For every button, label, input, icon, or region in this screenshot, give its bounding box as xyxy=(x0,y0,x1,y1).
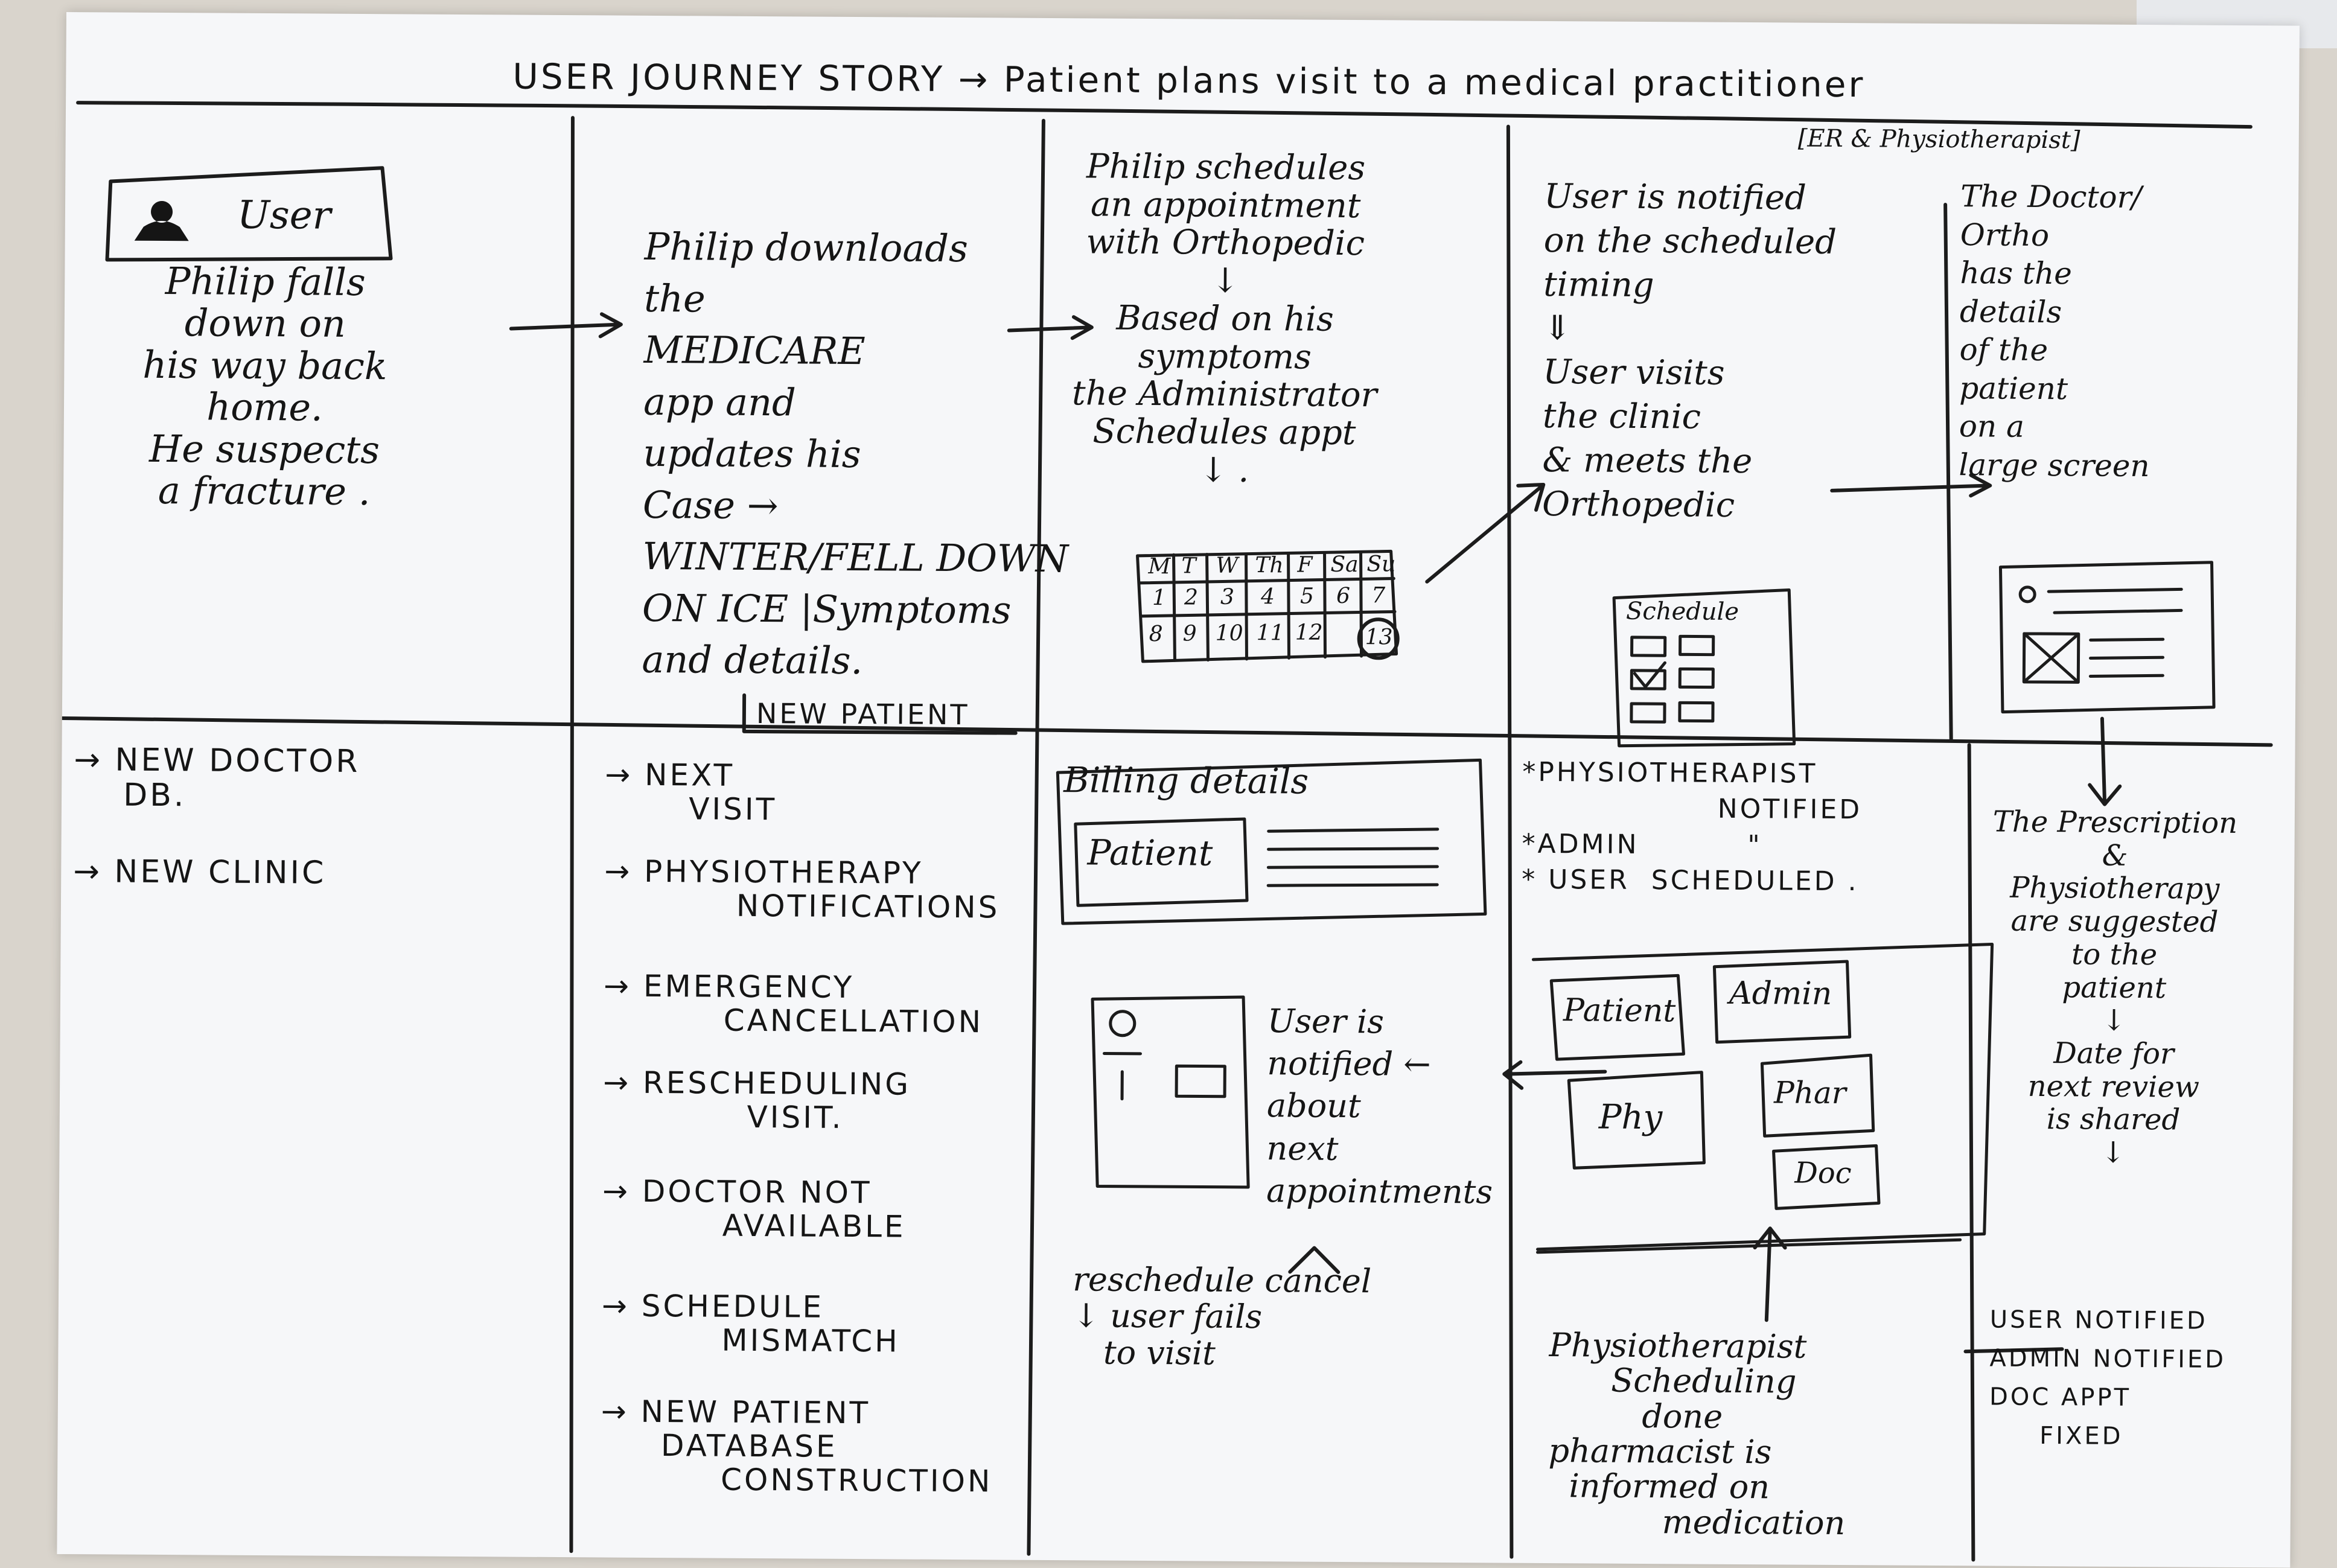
arrow-c1-c2 xyxy=(509,312,623,339)
notified-summary: USER NOTIFIED ADMIN NOTIFIED DOC APPT FI… xyxy=(1989,1305,2227,1450)
emergency-cancellation: → EMERGENCY CANCELLATION xyxy=(603,968,984,1040)
cal-date-3: 3 xyxy=(1220,584,1235,610)
new-clinic: → NEW CLINIC xyxy=(73,853,327,891)
header-divider xyxy=(76,101,2253,129)
arrow-physio-right xyxy=(1963,1347,2064,1354)
calendar-grid xyxy=(1136,549,1400,663)
billing-patient-label: Patient xyxy=(1087,832,1213,874)
role-patient: Patient xyxy=(1563,992,1676,1030)
reschedule-arrow xyxy=(1288,1246,1341,1274)
cal-day-su: Su xyxy=(1366,552,1396,577)
schedule-label: Schedule xyxy=(1625,597,1739,626)
cal-day-sa: Sa xyxy=(1330,552,1359,578)
cal-day-w: W xyxy=(1216,553,1239,578)
cal-date-1: 1 xyxy=(1152,585,1167,611)
prescription-text: The Prescription & Physiotherapy are sug… xyxy=(1992,805,2238,1170)
column-divider-2 xyxy=(1027,118,1045,1556)
story-download-text: Philip downloads the MEDICARE app and up… xyxy=(642,224,1069,683)
user-notified-text: User is notified ← about next appointmen… xyxy=(1266,1002,1493,1211)
column-divider-3 xyxy=(1506,124,1514,1559)
physio-scheduling-text: Physiotherapist Scheduling done pharmaci… xyxy=(1548,1326,1846,1542)
new-patient-tag-box xyxy=(742,693,1018,735)
grid-lines xyxy=(60,101,2273,1562)
new-patient-tag: NEW PATIENT xyxy=(756,697,970,731)
diagram-title: USER JOURNEY STORY → Patient plans visit… xyxy=(512,56,1866,106)
arrow-c5-down xyxy=(2088,716,2122,806)
story-fall-text: Philip falls down on his way back home. … xyxy=(142,259,387,514)
cal-day-t: T xyxy=(1181,553,1196,579)
cal-day-m: M xyxy=(1148,553,1171,579)
profile-sketch xyxy=(1091,995,1250,1189)
doctor-screen-sketch xyxy=(1998,561,2216,714)
arrow-c4-c5 xyxy=(1830,473,1992,498)
user-label: User xyxy=(237,193,331,238)
cal-date-6: 6 xyxy=(1336,583,1351,609)
cal-date-4: 4 xyxy=(1260,584,1275,610)
role-admin: Admin xyxy=(1729,975,1832,1012)
doctor-not-available: → DOCTOR NOT AVAILABLE xyxy=(602,1173,906,1245)
column-divider-1 xyxy=(569,116,575,1554)
schedule-mismatch: → SCHEDULE MISMATCH xyxy=(601,1288,900,1359)
diagram-subtitle: [ER & Physiotherapist] xyxy=(1797,124,2080,155)
cal-date-12: 12 xyxy=(1295,620,1323,645)
story-schedule-text: Philip schedules an appointment with Ort… xyxy=(1071,147,1377,490)
cal-day-th: Th xyxy=(1255,553,1284,578)
cal-date-5: 5 xyxy=(1299,584,1315,609)
cal-date-8: 8 xyxy=(1149,621,1163,647)
role-pharmacist: Phar xyxy=(1773,1075,1846,1111)
user-icon xyxy=(134,200,189,241)
column-divider-5 xyxy=(1967,743,1975,1562)
rescheduling-visit: → RESCHEDULING VISIT. xyxy=(602,1065,911,1135)
user-box xyxy=(105,166,393,262)
middle-divider xyxy=(60,716,2273,747)
reschedule-cancel-text: reschedule cancel ↓ user fails to visit xyxy=(1072,1260,1372,1372)
arrow-physio-up xyxy=(1753,1226,1787,1322)
billing-box xyxy=(1056,758,1487,925)
billing-details-label: Billing details xyxy=(1063,759,1309,802)
arrow-c3-c4 xyxy=(1425,482,1546,584)
story-notified-text: User is notified on the scheduled timing… xyxy=(1542,176,1837,525)
cal-date-circled: 13 xyxy=(1365,625,1393,650)
sketch-paper: USER JOURNEY STORY → Patient plans visit… xyxy=(57,12,2300,1568)
schedule-widget xyxy=(1612,588,1796,748)
cal-day-f: F xyxy=(1297,552,1313,578)
story-doctor-text: The Doctor/ Ortho has the details of the… xyxy=(1959,179,2150,483)
cal-date-2: 2 xyxy=(1184,585,1199,610)
roles-notified-text: *PHYSIOTHERAPIST NOTIFIED *ADMIN " * USE… xyxy=(1522,756,1863,897)
column-divider-4 xyxy=(1943,203,1953,741)
role-doctor: Doc xyxy=(1794,1156,1852,1191)
cal-date-9: 9 xyxy=(1182,621,1197,646)
arrow-roles-notify xyxy=(1502,1060,1607,1090)
cal-date-11: 11 xyxy=(1256,620,1284,646)
cal-date-10: 10 xyxy=(1215,620,1243,646)
cal-date-7: 7 xyxy=(1371,583,1386,608)
physiotherapy-notifications: → PHYSIOTHERAPY NOTIFICATIONS xyxy=(604,853,1000,925)
arrow-c2-c3 xyxy=(1007,315,1094,340)
next-visit: → NEXT VISIT xyxy=(604,757,777,827)
new-doctor-db: → NEW DOCTOR DB. xyxy=(73,742,360,814)
new-patient-database: → NEW PATIENT DATABASE CONSTRUCTION xyxy=(600,1394,993,1499)
role-physio: Phy xyxy=(1598,1097,1663,1138)
